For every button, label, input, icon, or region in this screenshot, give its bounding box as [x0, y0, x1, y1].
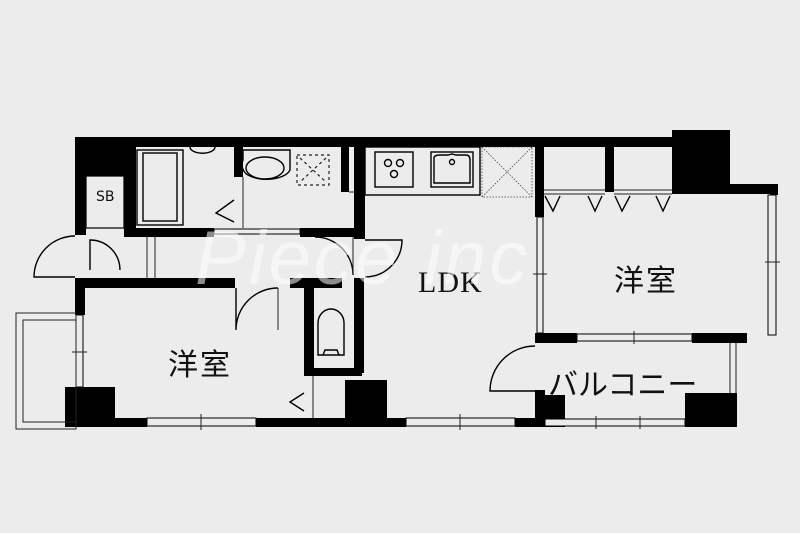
room-label-ldk: LDK	[418, 266, 483, 299]
room-label-western-room-left: 洋室	[168, 348, 232, 383]
room-label-balcony: バルコニー	[548, 368, 698, 403]
doors	[33, 189, 672, 418]
room-label-western-room-right: 洋室	[614, 264, 678, 299]
outer-walls	[65, 130, 778, 427]
interior-walls	[75, 147, 747, 427]
fixtures	[85, 146, 533, 356]
windows	[15, 194, 780, 430]
room-label-shoe-box: SB	[96, 189, 115, 205]
